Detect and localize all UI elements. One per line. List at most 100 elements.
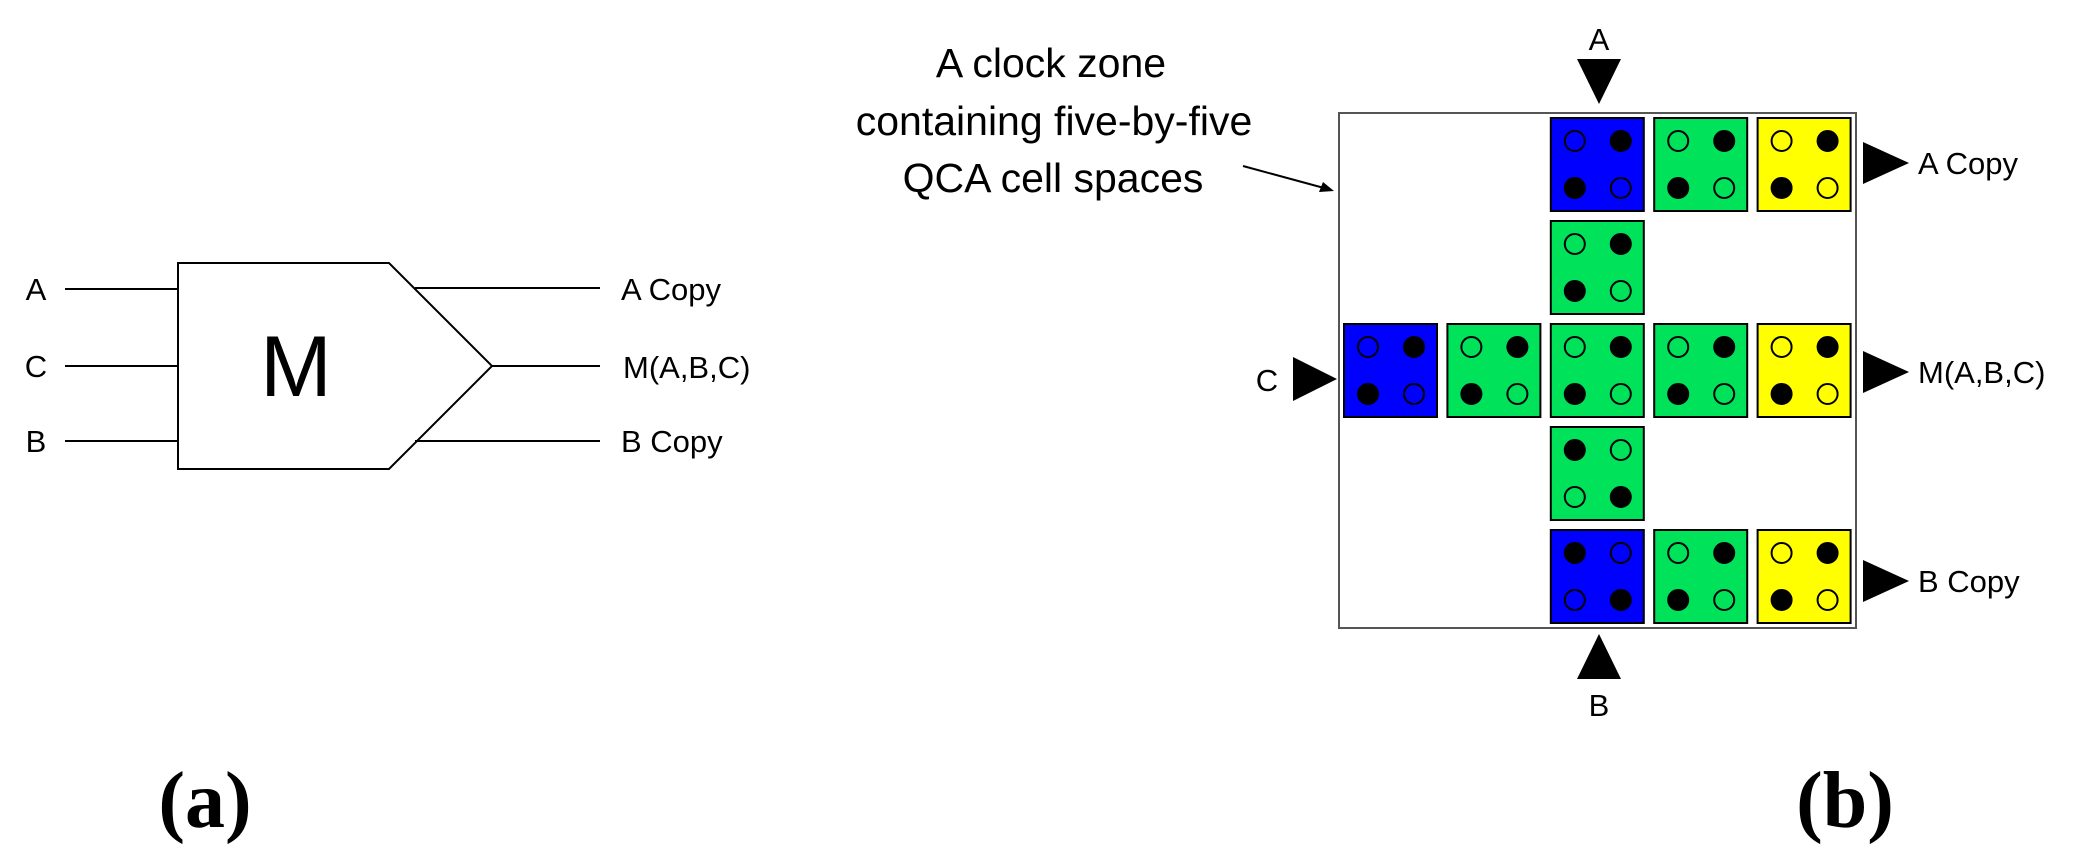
qca-cell-body <box>1756 117 1852 212</box>
panel-a-caption: (a) <box>158 757 251 845</box>
output-label-majority: M(A,B,C) <box>623 350 750 385</box>
port-label-b: B <box>1589 688 1610 723</box>
quantum-dot-filled <box>1667 589 1690 611</box>
quantum-dot-filled <box>1770 177 1793 199</box>
quantum-dot-empty <box>1816 177 1839 199</box>
annotation-line-2: containing five-by-five <box>856 98 1253 144</box>
quantum-dot-empty <box>1563 233 1586 255</box>
quantum-dot-filled <box>1506 336 1529 358</box>
quantum-dot-filled <box>1563 177 1586 199</box>
quantum-dot-filled <box>1713 542 1736 564</box>
quantum-dot-empty <box>1816 383 1839 405</box>
port-label-majority: M(A,B,C) <box>1918 355 2045 390</box>
quantum-dot-empty <box>1563 130 1586 152</box>
input-label-c: C <box>25 349 47 384</box>
quantum-dot-empty <box>1563 486 1586 508</box>
qca-cell-body <box>1549 529 1645 624</box>
quantum-dot-filled <box>1816 542 1839 564</box>
qca-cell <box>1549 529 1645 624</box>
annotation-arrowhead <box>1319 182 1334 192</box>
majority-gate-body <box>177 262 494 470</box>
qca-cell <box>1549 323 1645 418</box>
input-arrow-c <box>1293 357 1337 401</box>
quantum-dot-filled <box>1609 233 1632 255</box>
qca-cell-body <box>1653 117 1749 212</box>
quantum-dot-empty <box>1770 542 1793 564</box>
input-arrow-b <box>1577 634 1621 679</box>
quantum-dot-filled <box>1563 280 1586 302</box>
qca-cell <box>1756 529 1852 624</box>
qca-cell <box>1653 323 1749 418</box>
quantum-dot-empty <box>1403 383 1425 405</box>
annotation-pointer-arrow <box>1242 165 1325 189</box>
quantum-dot-empty <box>1609 542 1632 564</box>
qca-cell-body <box>1549 220 1645 315</box>
quantum-dot-filled <box>1770 383 1793 405</box>
gate-symbol: M <box>260 319 332 415</box>
output-label-a-copy: A Copy <box>621 272 721 307</box>
output-label-b-copy: B Copy <box>621 424 723 459</box>
quantum-dot-empty <box>1770 130 1793 152</box>
qca-cell <box>1446 323 1542 418</box>
quantum-dot-filled <box>1460 383 1483 405</box>
qca-cell-body <box>1549 426 1645 521</box>
panel-a-schematic: M A C B A Copy M(A,B,C) B Copy (a) <box>25 262 750 845</box>
quantum-dot-filled <box>1713 130 1736 152</box>
quantum-dot-empty <box>1609 280 1632 302</box>
quantum-dot-filled <box>1816 130 1839 152</box>
quantum-dot-filled <box>1770 589 1793 611</box>
quantum-dot-empty <box>1713 589 1736 611</box>
quantum-dot-empty <box>1609 177 1632 199</box>
quantum-dot-filled <box>1667 383 1690 405</box>
quantum-dot-filled <box>1609 486 1632 508</box>
quantum-dot-filled <box>1713 336 1736 358</box>
qca-cell <box>1756 323 1852 418</box>
qca-cell <box>1549 220 1645 315</box>
input-label-a: A <box>26 272 47 307</box>
qca-cell <box>1653 529 1749 624</box>
quantum-dot-filled <box>1357 383 1379 405</box>
qca-cell-body <box>1653 323 1749 418</box>
annotation-line-3: QCA cell spaces <box>903 155 1204 201</box>
qca-cell-body <box>1549 323 1645 418</box>
qca-cell-body <box>1653 529 1749 624</box>
port-label-b-copy: B Copy <box>1918 564 2020 599</box>
qca-cell <box>1549 117 1645 212</box>
qca-cell-body <box>1756 529 1852 624</box>
output-arrow-b-copy <box>1863 560 1909 602</box>
quantum-dot-filled <box>1609 589 1632 611</box>
quantum-dot-empty <box>1609 439 1632 461</box>
quantum-dot-empty <box>1357 336 1379 358</box>
quantum-dot-filled <box>1816 336 1839 358</box>
quantum-dot-filled <box>1403 336 1425 358</box>
panel-b-caption: (b) <box>1796 757 1894 845</box>
input-label-b: B <box>26 424 47 459</box>
qca-cell <box>1549 426 1645 521</box>
quantum-dot-empty <box>1563 336 1586 358</box>
qca-cell <box>1343 323 1438 418</box>
quantum-dot-filled <box>1563 542 1586 564</box>
qca-cell-body <box>1343 323 1438 418</box>
quantum-dot-empty <box>1609 383 1632 405</box>
clock-zone-border <box>1338 112 1857 629</box>
quantum-dot-empty <box>1770 336 1793 358</box>
qca-cell <box>1653 117 1749 212</box>
qca-cell-body <box>1756 323 1852 418</box>
quantum-dot-empty <box>1563 589 1586 611</box>
quantum-dot-empty <box>1667 130 1690 152</box>
output-arrow-majority <box>1863 351 1909 393</box>
quantum-dot-filled <box>1563 439 1586 461</box>
quantum-dot-filled <box>1609 130 1632 152</box>
input-arrow-a <box>1577 59 1621 104</box>
quantum-dot-empty <box>1460 336 1483 358</box>
quantum-dot-filled <box>1609 336 1632 358</box>
port-label-a: A <box>1589 22 1610 57</box>
quantum-dot-empty <box>1667 542 1690 564</box>
quantum-dot-empty <box>1506 383 1529 405</box>
quantum-dot-empty <box>1713 177 1736 199</box>
qca-cell-body <box>1549 117 1645 212</box>
output-arrow-a-copy <box>1863 142 1909 184</box>
port-label-a-copy: A Copy <box>1918 146 2018 181</box>
quantum-dot-empty <box>1713 383 1736 405</box>
